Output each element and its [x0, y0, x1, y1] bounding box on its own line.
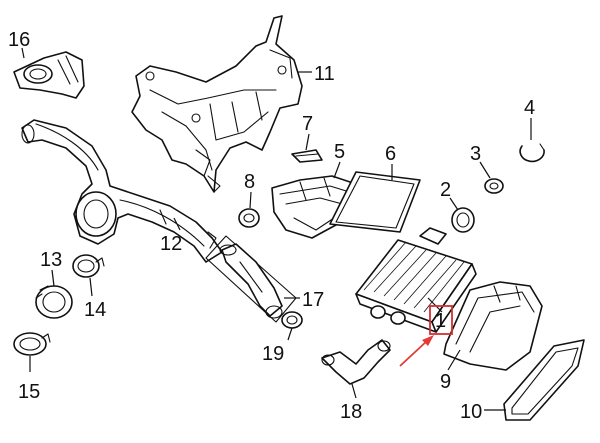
part-15-clamp — [13, 332, 51, 356]
part-4-clip-ring — [519, 143, 545, 163]
part-9-air-guide — [443, 281, 543, 371]
part-16-mount-bracket — [13, 51, 85, 99]
callout-18: 18 — [340, 401, 362, 423]
callout-2: 2 — [440, 179, 451, 201]
part-19-seal-ring — [281, 311, 303, 329]
callout-17: 17 — [302, 289, 324, 311]
part-14-clamp — [72, 254, 105, 278]
part-7-clip — [291, 149, 323, 163]
part-8-grommet — [238, 208, 260, 228]
callout-14: 14 — [84, 299, 106, 321]
callout-10: 10 — [460, 401, 482, 423]
callout-3: 3 — [470, 143, 481, 165]
highlight-box — [429, 305, 453, 335]
part-13-coupler — [35, 285, 73, 319]
callout-15: 15 — [18, 381, 40, 403]
callout-8: 8 — [244, 171, 255, 193]
callout-13: 13 — [40, 249, 62, 271]
callout-5: 5 — [334, 141, 345, 163]
leader-lines — [21, 47, 532, 411]
callout-19: 19 — [262, 343, 284, 365]
callout-11: 11 — [314, 63, 335, 85]
part-11-support-frame — [131, 15, 303, 193]
part-1-intercooler — [355, 227, 477, 333]
part-2-seal — [451, 207, 475, 233]
callout-16: 16 — [8, 29, 30, 51]
part-17-hose-assembly — [205, 235, 297, 323]
callout-7: 7 — [302, 113, 313, 135]
part-18-small-hose — [321, 339, 391, 385]
callout-1: 1 — [435, 310, 446, 332]
part-12-intake-pipe — [21, 119, 223, 263]
part-10-gasket — [503, 339, 585, 421]
callout-labels: 16 11 7 5 6 4 3 8 2 12 13 17 14 1 19 9 1… — [8, 29, 535, 423]
part-3-washer — [484, 178, 504, 194]
callout-12: 12 — [160, 233, 182, 255]
callout-6: 6 — [385, 143, 396, 165]
part-6-filter-element — [329, 171, 421, 233]
highlight-arrow — [399, 335, 434, 367]
callout-4: 4 — [524, 97, 535, 119]
part-5-air-duct — [271, 175, 367, 239]
callout-9: 9 — [440, 371, 451, 393]
